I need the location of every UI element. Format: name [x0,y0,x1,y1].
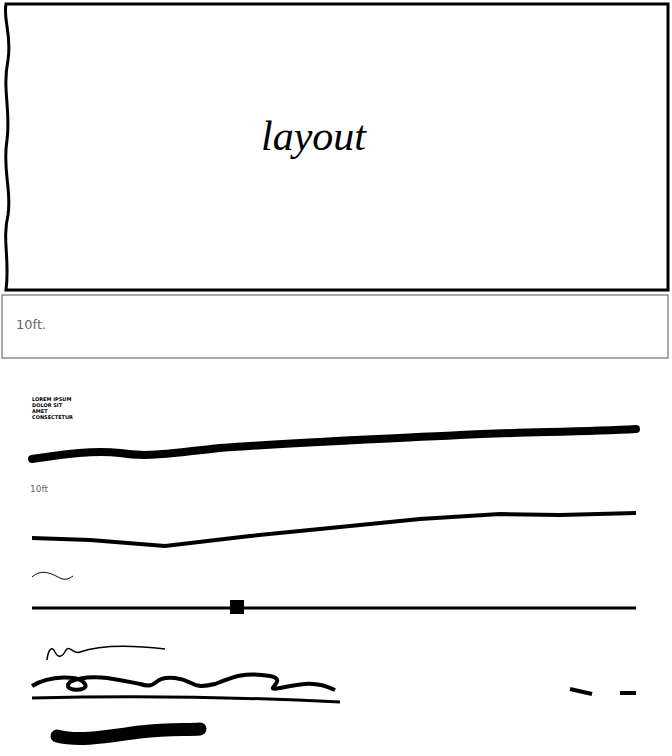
dash [620,691,636,695]
node-text: 10ft. [16,317,46,332]
layout-box: layout [6,4,668,290]
placeholder-text: LOREM IPSUM DOLOR SIT AMET CONSECTETUR [32,396,72,420]
note-band: 10ft. [2,295,668,358]
thick-stroke [57,729,200,739]
node-text: layout [261,112,366,160]
dash [570,689,592,694]
stepped-line [32,513,636,546]
thick-wavy-line [32,429,636,459]
straight-line [32,607,636,610]
line-dot [230,600,244,614]
squiggle [47,646,165,660]
box-outline [5,4,668,290]
band-outline [2,295,668,358]
squiggle [32,572,73,579]
loopy-line [32,674,335,690]
dimension-label: 10ft [30,484,48,495]
underline [32,697,340,702]
